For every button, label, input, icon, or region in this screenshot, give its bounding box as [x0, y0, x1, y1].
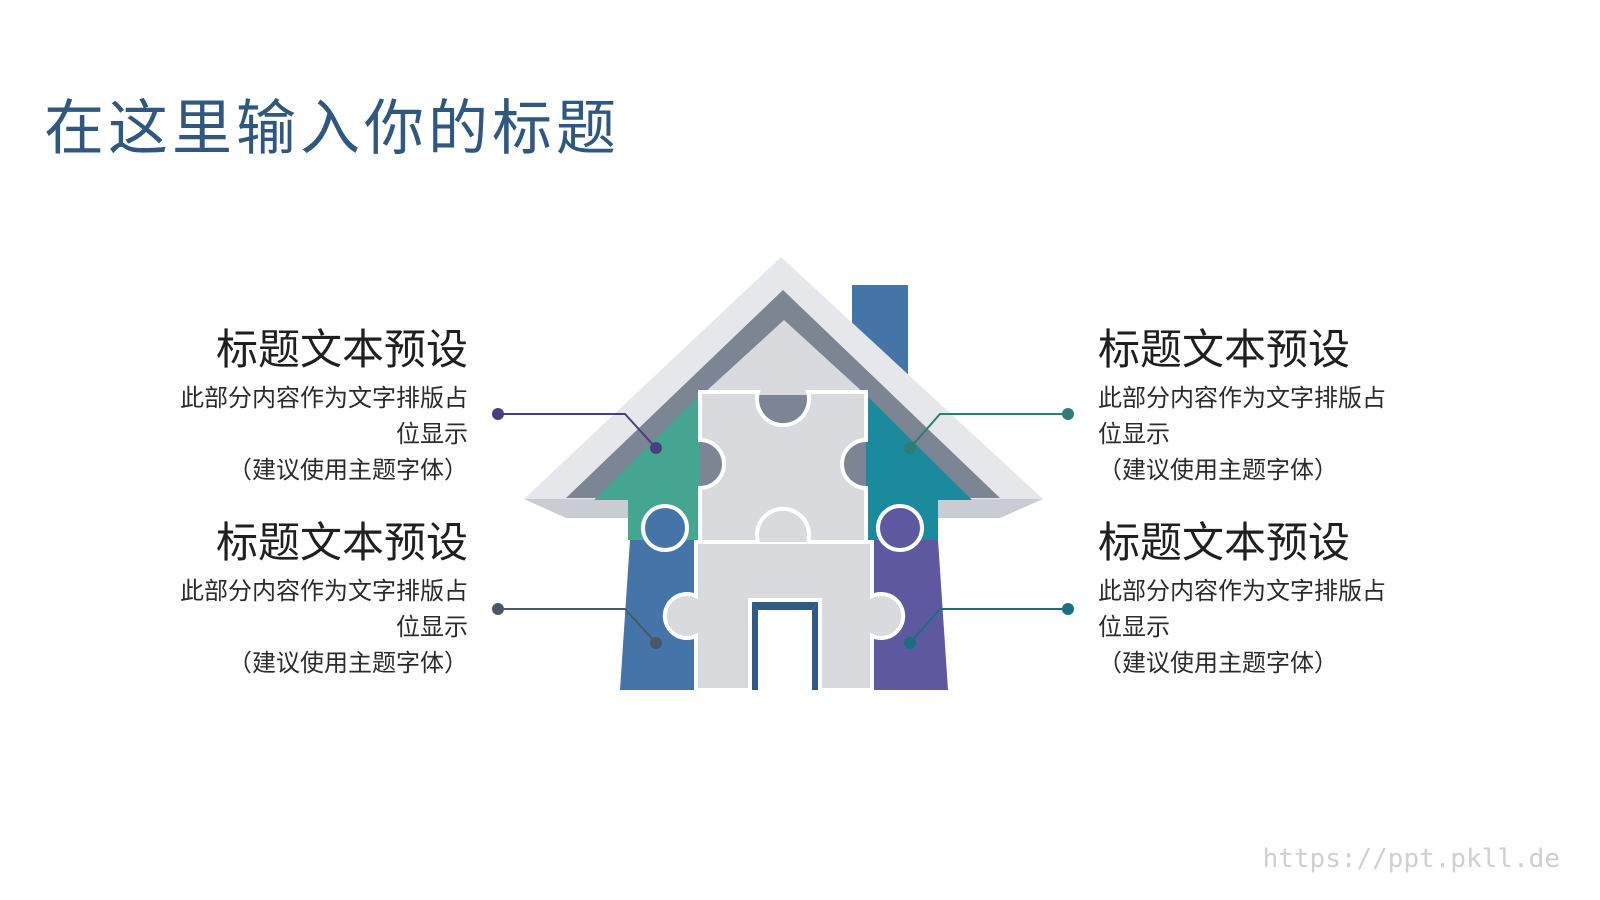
connector-top-left — [492, 408, 662, 454]
block-description-line: 此部分内容作为文字排版占 — [180, 384, 468, 412]
text-block-bottom-right: 标题文本预设 此部分内容作为文字排版占 位显示 （建议使用主题字体） — [1098, 517, 1438, 681]
block-description-line: 位显示 — [396, 613, 468, 641]
connector-dot-icon — [492, 408, 504, 420]
block-description-line: 此部分内容作为文字排版占 — [1098, 577, 1386, 605]
connector-dot-icon — [904, 442, 916, 454]
connector-dot-icon — [650, 637, 662, 649]
connector-dot-icon — [1062, 408, 1074, 420]
page-title: 在这里输入你的标题 — [44, 94, 620, 164]
puzzle-piece-green — [594, 395, 700, 540]
block-title: 标题文本预设 — [1098, 518, 1351, 567]
door-shape — [752, 602, 818, 690]
connector-dot-icon — [1062, 603, 1074, 615]
block-description-line: 此部分内容作为文字排版占 — [1098, 384, 1386, 412]
connector-dot-icon — [492, 603, 504, 615]
block-description-line: （建议使用主题字体） — [228, 456, 468, 484]
block-description-line: 位显示 — [1098, 613, 1170, 641]
block-description: 此部分内容作为文字排版占 位显示 （建议使用主题字体） — [1098, 573, 1438, 681]
text-block-top-right: 标题文本预设 此部分内容作为文字排版占 位显示 （建议使用主题字体） — [1098, 324, 1438, 488]
connector-dot-icon — [650, 442, 662, 454]
connector-dot-icon — [904, 637, 916, 649]
puzzle-top-triangle — [702, 320, 866, 395]
puzzle-piece-teal — [866, 395, 972, 540]
text-block-top-left: 标题文本预设 此部分内容作为文字排版占 位显示 （建议使用主题字体） — [128, 324, 468, 488]
watermark-text: https://ppt.pkll.de — [1262, 844, 1560, 874]
connector-top-right — [904, 408, 1074, 454]
block-description-line: （建议使用主题字体） — [228, 649, 468, 677]
block-description: 此部分内容作为文字排版占 位显示 （建议使用主题字体） — [128, 380, 468, 488]
block-description-line: 位显示 — [1098, 420, 1170, 448]
connector-bottom-left — [492, 603, 662, 649]
connector-bottom-right — [904, 603, 1074, 649]
block-description: 此部分内容作为文字排版占 位显示 （建议使用主题字体） — [128, 573, 468, 681]
block-description-line: （建议使用主题字体） — [1098, 649, 1338, 677]
block-description-line: 此部分内容作为文字排版占 — [180, 577, 468, 605]
block-title: 标题文本预设 — [215, 325, 468, 374]
block-description-line: 位显示 — [396, 420, 468, 448]
block-title: 标题文本预设 — [1098, 325, 1351, 374]
puzzle-piece-purple — [868, 540, 948, 690]
block-title: 标题文本预设 — [215, 518, 468, 567]
text-block-bottom-left: 标题文本预设 此部分内容作为文字排版占 位显示 （建议使用主题字体） — [128, 517, 468, 681]
block-description-line: （建议使用主题字体） — [1098, 456, 1338, 484]
block-description: 此部分内容作为文字排版占 位显示 （建议使用主题字体） — [1098, 380, 1438, 488]
puzzle-piece-blue — [620, 540, 700, 690]
